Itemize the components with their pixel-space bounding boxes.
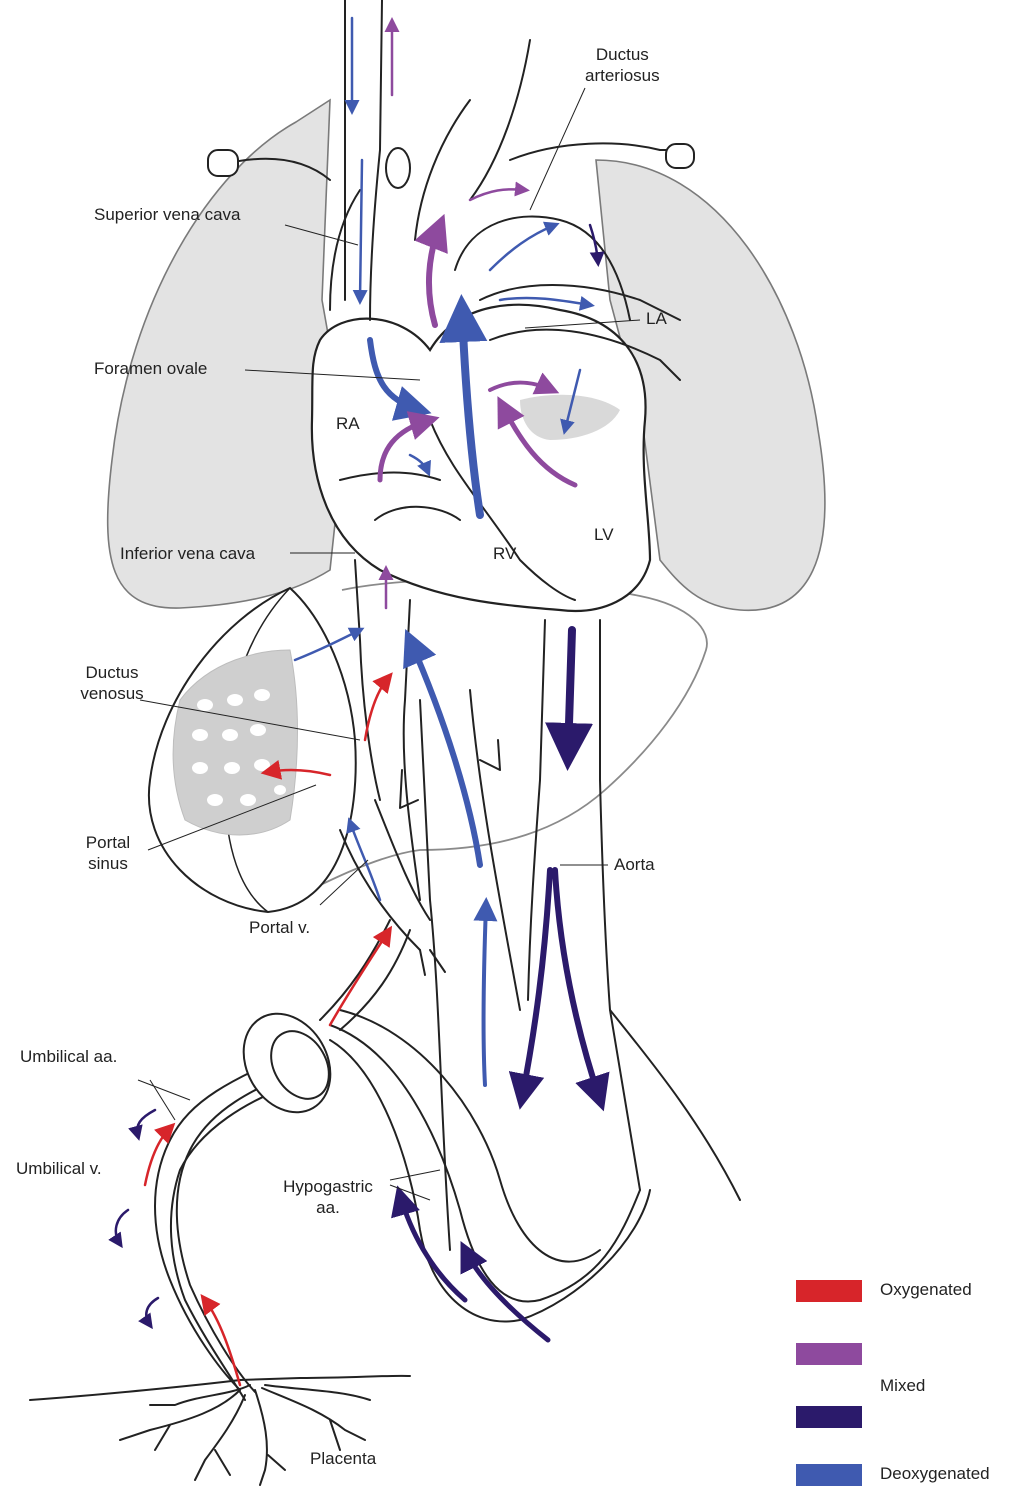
label-ductus-arteriosus: Ductus arteriosus bbox=[585, 44, 660, 86]
pulmonary-artery-stub-right bbox=[208, 150, 238, 176]
heart bbox=[312, 305, 650, 611]
label-portal-v: Portal v. bbox=[249, 917, 310, 938]
legend-label-deoxygenated: Deoxygenated bbox=[880, 1464, 990, 1484]
label-placenta: Placenta bbox=[310, 1448, 376, 1469]
portal-vein bbox=[340, 830, 420, 950]
legend-swatch-mixed bbox=[796, 1343, 862, 1365]
label-portal-sinus: Portal sinus bbox=[68, 832, 148, 874]
label-aorta: Aorta bbox=[614, 854, 655, 875]
label-la: LA bbox=[646, 308, 667, 329]
label-foramen-ovale: Foramen ovale bbox=[94, 358, 207, 379]
label-umbilical-v: Umbilical v. bbox=[16, 1158, 102, 1179]
legend-swatch-deoxygenated bbox=[796, 1464, 862, 1486]
label-inferior-vena-cava: Inferior vena cava bbox=[120, 543, 255, 564]
label-rv: RV bbox=[493, 543, 516, 564]
legend-swatch-oxygenated bbox=[796, 1280, 862, 1302]
legend-label-oxygenated: Oxygenated bbox=[880, 1280, 972, 1300]
azygos-vein bbox=[386, 148, 410, 188]
label-hypogastric-aa: Hypogastric aa. bbox=[268, 1176, 388, 1218]
label-ra: RA bbox=[336, 413, 360, 434]
inferior-vena-cava bbox=[355, 560, 380, 800]
label-umbilical-aa: Umbilical aa. bbox=[20, 1046, 117, 1067]
label-superior-vena-cava: Superior vena cava bbox=[94, 204, 240, 225]
pulmonary-artery-stub-left bbox=[666, 144, 694, 168]
legend-swatch-mixed-dark bbox=[796, 1406, 862, 1428]
legend-label-mixed: Mixed bbox=[880, 1376, 925, 1396]
label-ductus-venosus: Ductus venosus bbox=[60, 662, 164, 704]
label-lv: LV bbox=[594, 524, 614, 545]
umbilical-vein bbox=[320, 920, 390, 1020]
